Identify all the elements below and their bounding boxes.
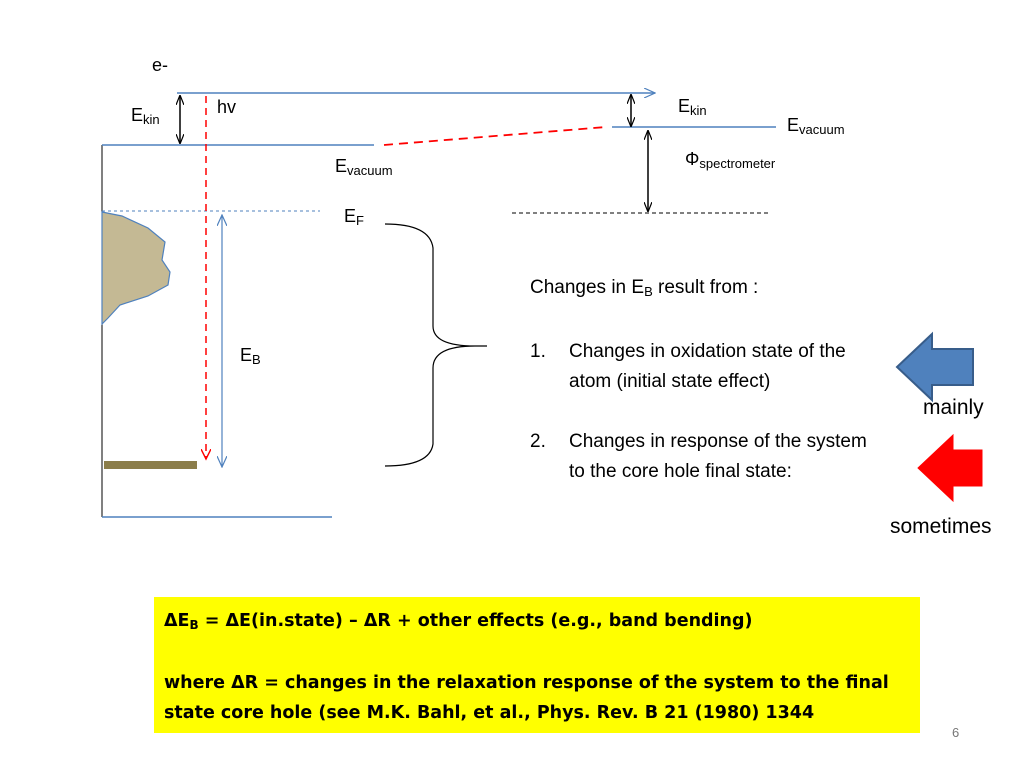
sometimes-arrow-icon bbox=[917, 433, 983, 503]
changes-intro: Changes in EB result from : bbox=[530, 277, 759, 299]
page-number: 6 bbox=[952, 725, 960, 740]
mainly-label: mainly bbox=[923, 396, 984, 419]
energy-level-diagram bbox=[101, 0, 983, 518]
changes-list-block: Changes in EB result from : 1.Changes in… bbox=[530, 273, 880, 517]
electron-label: e- bbox=[152, 55, 169, 75]
curly-brace bbox=[384, 223, 487, 467]
formula-box: ΔEB = ΔE(in.state) – ΔR + other effects … bbox=[154, 597, 920, 733]
formula-line: ΔEB = ΔE(in.state) – ΔR + other effects … bbox=[164, 611, 753, 632]
list-item: 1.Changes in oxidation state of the atom… bbox=[530, 341, 846, 392]
fermi-label: EF bbox=[344, 206, 364, 228]
ekin-left-label: Ekin bbox=[131, 105, 160, 127]
formula-explanation: where ΔR = changes in the relaxation res… bbox=[164, 673, 889, 723]
binding-energy-label: EB bbox=[240, 345, 261, 367]
valence-band-shape bbox=[101, 211, 171, 326]
core-level-bar bbox=[104, 461, 197, 469]
photon-label: hv bbox=[217, 97, 237, 117]
list-item: 2.Changes in response of the system to t… bbox=[530, 431, 867, 482]
vacuum-level-connection bbox=[383, 126, 607, 146]
phi-spectrometer-label: Φspectrometer bbox=[685, 149, 776, 171]
evacuum-sample-label: Evacuum bbox=[335, 156, 393, 178]
sometimes-label: sometimes bbox=[890, 515, 992, 538]
ekin-right-label: Ekin bbox=[678, 96, 707, 118]
changes-list: 1.Changes in oxidation state of the atom… bbox=[530, 337, 880, 487]
mainly-arrow-icon bbox=[895, 331, 974, 403]
evacuum-spectrometer-label: Evacuum bbox=[787, 115, 845, 137]
